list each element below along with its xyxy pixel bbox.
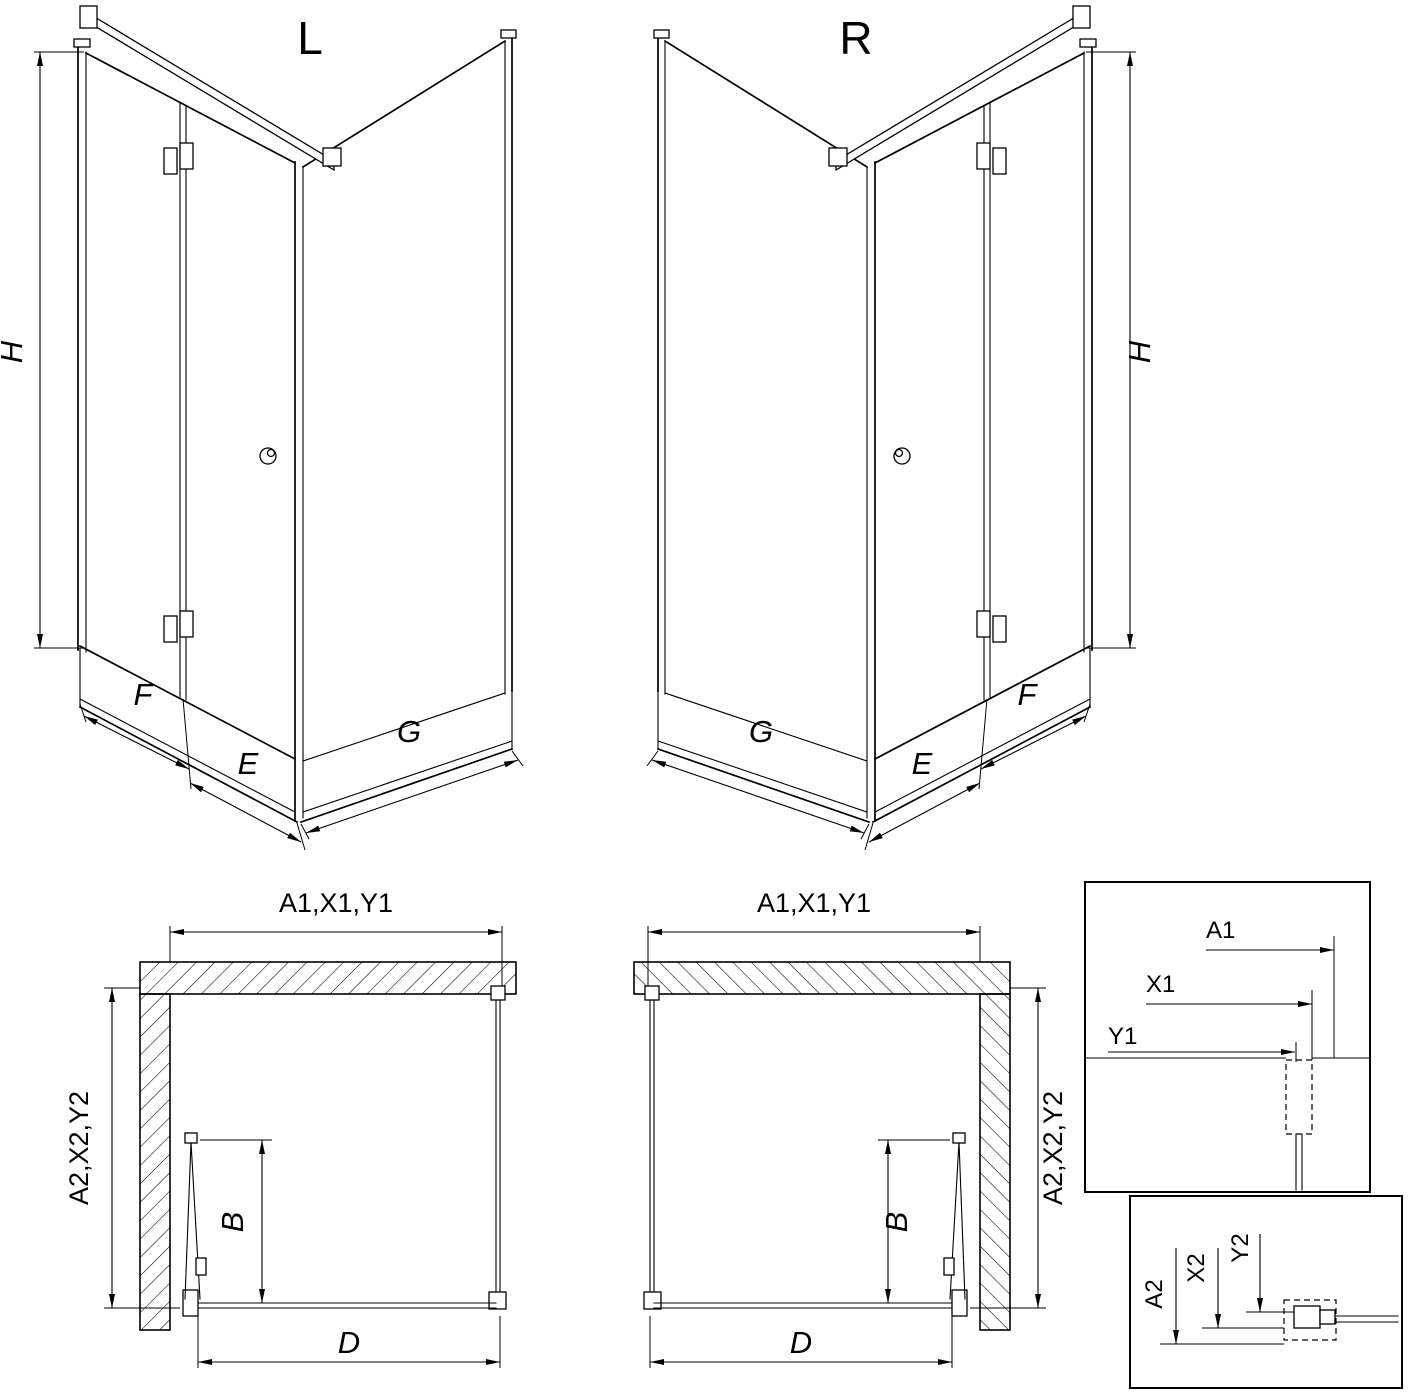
left-plan-geometry bbox=[104, 926, 516, 1368]
right-plan-width-label: A1,X1,Y1 bbox=[757, 888, 871, 918]
detail-dim-x1-label: X1 bbox=[1146, 971, 1175, 998]
right-plan-geometry bbox=[634, 926, 1046, 1368]
left-3d-title: L bbox=[297, 12, 323, 64]
detail-depth-frame bbox=[1129, 1195, 1403, 1389]
left-3d-dim-e-label: E bbox=[238, 746, 259, 781]
detail-dim-y2-label: Y2 bbox=[1227, 1233, 1254, 1262]
detail-depth-section: A2 X2 Y2 bbox=[1129, 1195, 1403, 1389]
right-plan-dim-d-label: D bbox=[790, 1325, 812, 1360]
detail-dim-a1-label: A1 bbox=[1206, 917, 1235, 944]
left-3d-dim-h-label: H bbox=[0, 340, 29, 363]
right-plan-dim-b-label: B bbox=[879, 1212, 914, 1233]
wall-profile-section bbox=[1285, 1059, 1313, 1135]
left-plan-dim-d-label: D bbox=[338, 1325, 360, 1360]
right-3d-title: R bbox=[839, 12, 872, 64]
right-enclosure-geometry bbox=[647, 6, 1136, 850]
left-3d-dim-f-label: F bbox=[134, 677, 155, 712]
left-3d-view: L H F E G bbox=[0, 6, 523, 850]
right-3d-dim-g-label: G bbox=[749, 714, 773, 749]
right-3d-dim-e-label: E bbox=[912, 746, 933, 781]
left-enclosure-geometry bbox=[34, 6, 523, 850]
right-3d-dim-f-label: F bbox=[1018, 677, 1039, 712]
bottom-profile-section bbox=[1283, 1299, 1337, 1341]
left-plan-depth-label: A2,X2,Y2 bbox=[64, 1091, 94, 1205]
detail-dim-a2-label: A2 bbox=[1141, 1279, 1168, 1308]
right-plan-view: A1,X1,Y1 A2,X2,Y2 B D bbox=[634, 888, 1068, 1368]
detail-dim-x2-label: X2 bbox=[1183, 1253, 1210, 1282]
left-3d-dim-g-label: G bbox=[397, 714, 421, 749]
right-3d-dim-h-label: H bbox=[1122, 340, 1157, 363]
detail-width-section: A1 X1 Y1 bbox=[1084, 881, 1371, 1193]
left-plan-dim-b-label: B bbox=[215, 1212, 250, 1233]
detail-width-frame bbox=[1084, 881, 1371, 1193]
left-plan-width-label: A1,X1,Y1 bbox=[279, 888, 393, 918]
right-plan-depth-label: A2,X2,Y2 bbox=[1038, 1091, 1068, 1205]
right-3d-view: R H F E G bbox=[647, 6, 1157, 850]
left-plan-view: A1,X1,Y1 A2,X2,Y2 B D bbox=[64, 888, 516, 1368]
detail-dim-y1-label: Y1 bbox=[1108, 1023, 1137, 1050]
